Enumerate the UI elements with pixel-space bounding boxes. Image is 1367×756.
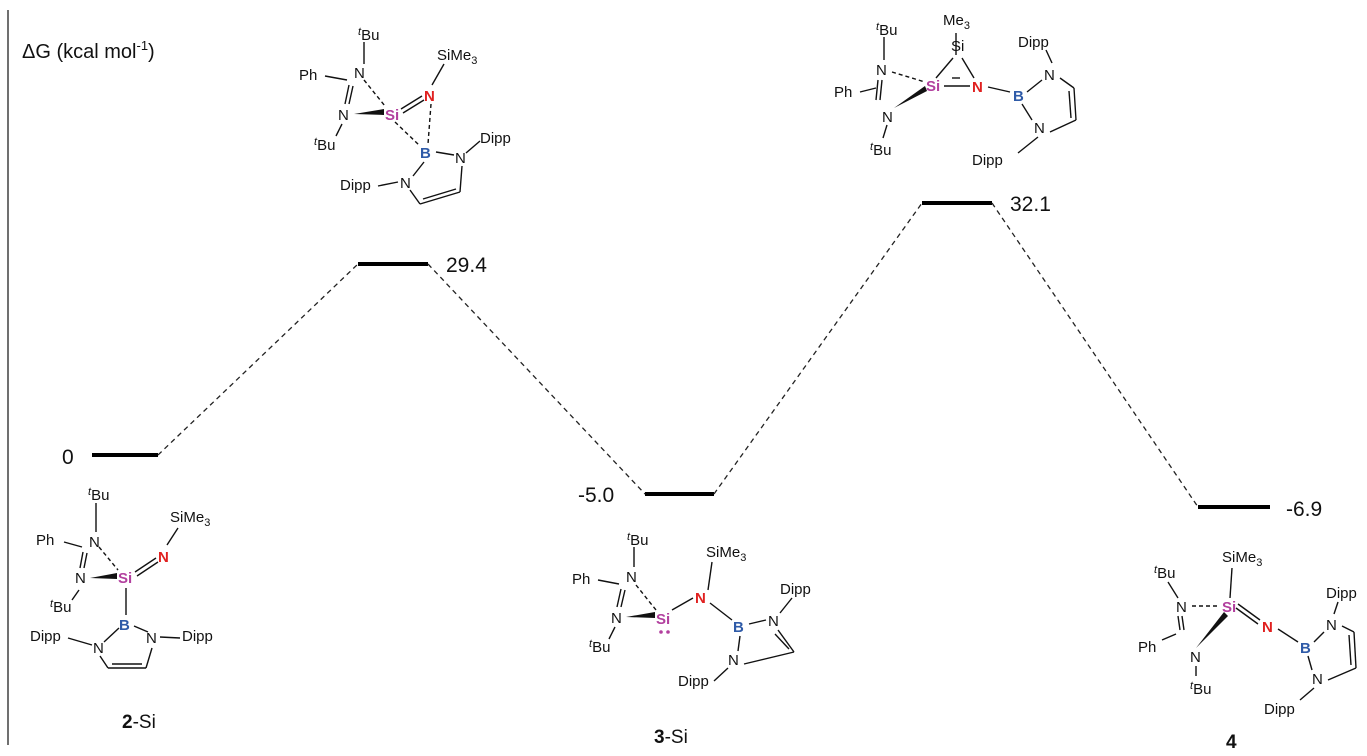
svg-text:tBu: tBu (50, 598, 71, 616)
svg-text:Me3: Me3 (943, 12, 970, 32)
svg-text:tBu: tBu (314, 136, 335, 154)
svg-text:tBu: tBu (627, 531, 648, 549)
level-value-ts1: 29.4 (446, 254, 487, 277)
svg-text:N: N (626, 569, 637, 586)
svg-text:N: N (972, 79, 983, 96)
compound-label-2-si: 2-Si (122, 712, 156, 733)
svg-text:N: N (354, 65, 365, 82)
svg-text:N: N (1190, 649, 1201, 666)
connector-3si-ts2 (713, 202, 923, 495)
svg-text:Ph: Ph (299, 67, 317, 84)
svg-text:N: N (1262, 619, 1273, 636)
svg-text:N: N (695, 590, 706, 607)
svg-text:tBu: tBu (870, 141, 891, 159)
svg-text:B: B (1013, 88, 1024, 105)
svg-text:B: B (119, 617, 130, 634)
svg-text:Ph: Ph (834, 84, 852, 101)
svg-text:tBu: tBu (876, 21, 897, 39)
svg-text:Si: Si (1222, 599, 1236, 616)
svg-text:N: N (1044, 67, 1055, 84)
y-axis-label: ΔG (kcal mol-1) (22, 38, 155, 63)
compound-label-3-si: 3-Si (654, 727, 688, 748)
svg-text:B: B (1300, 640, 1311, 657)
svg-text:Ph: Ph (36, 532, 54, 549)
svg-text:SiMe3: SiMe3 (706, 544, 746, 564)
svg-text:N: N (75, 570, 86, 587)
svg-text:SiMe3: SiMe3 (1222, 549, 1262, 569)
svg-text:SiMe3: SiMe3 (170, 509, 210, 529)
svg-text:N: N (1326, 617, 1337, 634)
svg-text:N: N (93, 640, 104, 657)
svg-text:N: N (611, 610, 622, 627)
svg-text:B: B (420, 145, 431, 162)
level-value-3-si: -5.0 (578, 484, 614, 507)
structure-ts2: tBu Ph N N tBu Si Me3 Si N B N N Dipp Di… (834, 12, 1077, 169)
svg-text:N: N (89, 534, 100, 551)
svg-text:Dipp: Dipp (1264, 701, 1295, 718)
connector-ts1-3si (427, 263, 646, 495)
structure-2-si: tBu Ph N N tBu Si N SiMe3 B N N Dipp Dip… (30, 486, 213, 669)
svg-text:SiMe3: SiMe3 (437, 47, 477, 67)
svg-text:Si: Si (385, 107, 399, 124)
svg-text:tBu: tBu (88, 486, 109, 504)
svg-text:N: N (1176, 599, 1187, 616)
connector-2si-ts1 (157, 263, 359, 456)
svg-text:N: N (338, 107, 349, 124)
svg-text:N: N (876, 62, 887, 79)
svg-text:Dipp: Dipp (340, 177, 371, 194)
svg-text:Dipp: Dipp (480, 130, 511, 147)
structure-ts1: tBu Ph N N tBu Si N SiMe3 B N N Dipp Dip… (299, 26, 511, 205)
svg-text:Dipp: Dipp (182, 628, 213, 645)
structure-3-si: tBu Ph N N tBu Si N SiMe3 B N N Dipp Dip… (572, 531, 811, 690)
svg-text:Dipp: Dipp (30, 628, 61, 645)
svg-text:Si: Si (656, 611, 670, 628)
svg-text:tBu: tBu (1154, 564, 1175, 582)
svg-text:N: N (728, 652, 739, 669)
svg-text:Dipp: Dipp (1018, 34, 1049, 51)
svg-text:Dipp: Dipp (972, 152, 1003, 169)
svg-text:Dipp: Dipp (678, 673, 709, 690)
connector-ts2-4 (991, 202, 1199, 508)
svg-text:Si: Si (951, 38, 964, 55)
svg-text:N: N (400, 175, 411, 192)
svg-text:N: N (146, 630, 157, 647)
level-value-4: -6.9 (1286, 498, 1322, 521)
svg-text:B: B (733, 619, 744, 636)
svg-text:tBu: tBu (358, 26, 379, 44)
structure-4: tBu Ph N N tBu Si SiMe3 N B N N Dipp Dip… (1138, 549, 1357, 718)
svg-text:N: N (1034, 120, 1045, 137)
svg-text:Ph: Ph (1138, 639, 1156, 656)
svg-text:N: N (424, 88, 435, 105)
svg-text:Ph: Ph (572, 571, 590, 588)
svg-text:tBu: tBu (589, 638, 610, 656)
svg-text:N: N (768, 613, 779, 630)
svg-text:tBu: tBu (1190, 680, 1211, 698)
level-value-ts2: 32.1 (1010, 193, 1051, 216)
svg-text:Dipp: Dipp (1326, 585, 1357, 602)
svg-text:N: N (882, 109, 893, 126)
svg-text:Dipp: Dipp (780, 581, 811, 598)
svg-text:N: N (455, 150, 466, 167)
svg-text:Si: Si (118, 570, 132, 587)
svg-text:N: N (1312, 671, 1323, 688)
svg-text:Si: Si (926, 78, 940, 95)
svg-text:N: N (158, 549, 169, 566)
level-value-2-si: 0 (62, 446, 74, 469)
compound-label-4: 4 (1226, 732, 1237, 753)
